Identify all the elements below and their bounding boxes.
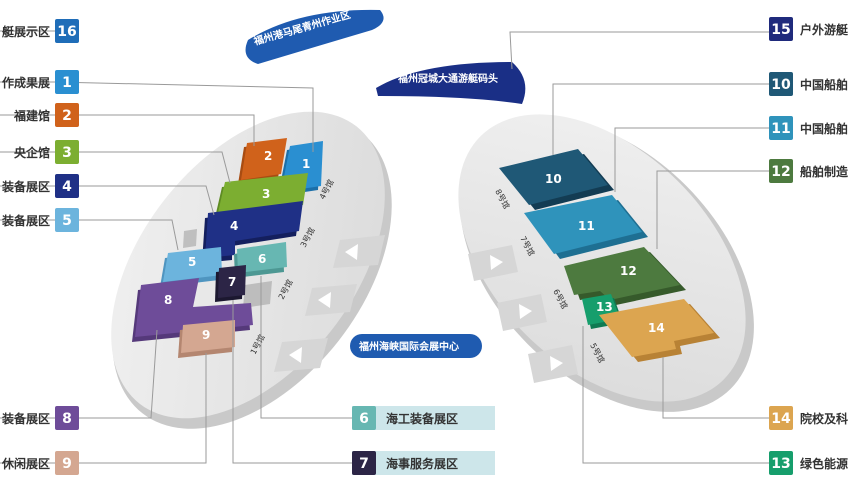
legend-num-6: 6 xyxy=(359,411,369,427)
banner-guancheng: 福州冠城大通游艇码头 xyxy=(376,62,526,104)
legend-label-11: 中国船舶 xyxy=(800,121,848,136)
legend-left: 艇展示区 16 作成果展 1 福建馆 2 央企馆 3 装备展区 4 装备展区 5 xyxy=(1,19,79,475)
zone-label-3: 3 xyxy=(262,187,270,201)
legend-item-1[interactable]: 作成果展 1 xyxy=(2,70,79,94)
legend-item-2[interactable]: 福建馆 2 xyxy=(13,103,79,127)
legend-item-15[interactable]: 15 户外游艇 xyxy=(769,17,849,41)
legend-item-5[interactable]: 装备展区 5 xyxy=(1,208,79,232)
legend-center: 6 海工装备展区 7 海事服务展区 xyxy=(352,406,495,475)
legend-label-12: 船舶制造 xyxy=(800,164,849,179)
legend-item-11[interactable]: 11 中国船舶 xyxy=(769,116,848,140)
zone-label-12: 12 xyxy=(620,264,637,278)
legend-num-4: 4 xyxy=(62,179,72,195)
arrow-head-icon xyxy=(318,292,331,308)
zone-label-2: 2 xyxy=(264,149,272,163)
legend-num-15: 15 xyxy=(771,22,790,38)
legend-num-2: 2 xyxy=(62,108,72,124)
legend-num-13: 13 xyxy=(771,456,790,472)
legend-num-3: 3 xyxy=(62,145,72,161)
leader-lines xyxy=(0,30,769,464)
legend-label-14: 院校及科 xyxy=(800,411,848,426)
zone-label-13: 13 xyxy=(596,300,613,314)
legend-label-1: 作成果展 xyxy=(2,75,50,90)
legend-label-4: 装备展区 xyxy=(1,179,50,194)
zone-label-4: 4 xyxy=(230,219,238,233)
legend-label-2: 福建馆 xyxy=(13,108,50,123)
zone-label-10: 10 xyxy=(545,172,562,186)
legend-item-3[interactable]: 央企馆 3 xyxy=(14,140,79,164)
legend-right: 15 户外游艇 10 中国船舶 11 中国船舶 12 船舶制造 14 院校及科 … xyxy=(769,17,849,475)
banner-center-text: 福州海峡国际会展中心 xyxy=(358,340,459,353)
legend-num-7: 7 xyxy=(359,456,369,472)
legend-item-8[interactable]: 装备展区 8 xyxy=(1,406,79,430)
zone-label-11: 11 xyxy=(578,219,595,233)
legend-num-16: 16 xyxy=(57,24,76,40)
legend-num-10: 10 xyxy=(771,77,791,93)
zone-label-7: 7 xyxy=(228,275,236,289)
legend-item-13[interactable]: 13 绿色能源 xyxy=(769,451,848,475)
legend-item-6[interactable]: 6 海工装备展区 xyxy=(352,406,495,430)
legend-label-16: 艇展示区 xyxy=(1,24,50,39)
arrow-head-icon xyxy=(490,255,503,270)
arrow-head-icon xyxy=(550,356,563,371)
legend-label-9: 休闲展区 xyxy=(1,456,50,471)
legend-num-12: 12 xyxy=(771,164,790,180)
zone-label-9: 9 xyxy=(202,328,210,342)
legend-item-10[interactable]: 10 中国船舶 xyxy=(769,72,848,96)
arrow-head-icon xyxy=(345,244,358,260)
banner-center: 福州海峡国际会展中心 xyxy=(350,334,482,358)
legend-num-11: 11 xyxy=(771,121,790,137)
legend-item-7[interactable]: 7 海事服务展区 xyxy=(352,451,495,475)
legend-item-12[interactable]: 12 船舶制造 xyxy=(769,159,849,183)
legend-num-1: 1 xyxy=(62,75,72,91)
zone-label-5: 5 xyxy=(188,255,196,269)
legend-item-14[interactable]: 14 院校及科 xyxy=(769,406,848,430)
legend-label-3: 央企馆 xyxy=(14,145,50,160)
legend-label-10: 中国船舶 xyxy=(800,77,848,92)
left-halls: 1 2 3 4 5 6 7 8 9 xyxy=(132,138,323,358)
arrow-head-icon xyxy=(519,304,532,319)
legend-num-8: 8 xyxy=(62,411,72,427)
zone-label-14: 14 xyxy=(648,321,665,335)
arrow-head-icon xyxy=(289,347,302,363)
banner-mawei: 福州港马尾青州作业区 xyxy=(245,8,384,64)
legend-label-7: 海事服务展区 xyxy=(386,456,458,471)
right-halls: 10 11 12 13 14 xyxy=(499,149,720,362)
legend-num-14: 14 xyxy=(771,411,791,427)
legend-num-5: 5 xyxy=(62,213,72,229)
legend-item-4[interactable]: 装备展区 4 xyxy=(1,174,79,198)
legend-label-13: 绿色能源 xyxy=(800,456,848,471)
banner-guancheng-text: 福州冠城大通游艇码头 xyxy=(397,72,498,85)
legend-label-15: 户外游艇 xyxy=(800,22,849,37)
legend-label-8: 装备展区 xyxy=(1,411,50,426)
zone-label-8: 8 xyxy=(164,293,172,307)
legend-num-9: 9 xyxy=(62,456,72,472)
zone-label-1: 1 xyxy=(302,157,310,171)
entry-arrow-icon xyxy=(305,284,357,316)
legend-label-5: 装备展区 xyxy=(1,213,50,228)
zone-label-6: 6 xyxy=(258,252,266,266)
entry-arrow-icon xyxy=(333,235,385,268)
legend-item-16[interactable]: 艇展示区 16 xyxy=(1,19,79,43)
legend-item-9[interactable]: 休闲展区 9 xyxy=(1,451,79,475)
legend-label-6: 海工装备展区 xyxy=(386,411,458,426)
